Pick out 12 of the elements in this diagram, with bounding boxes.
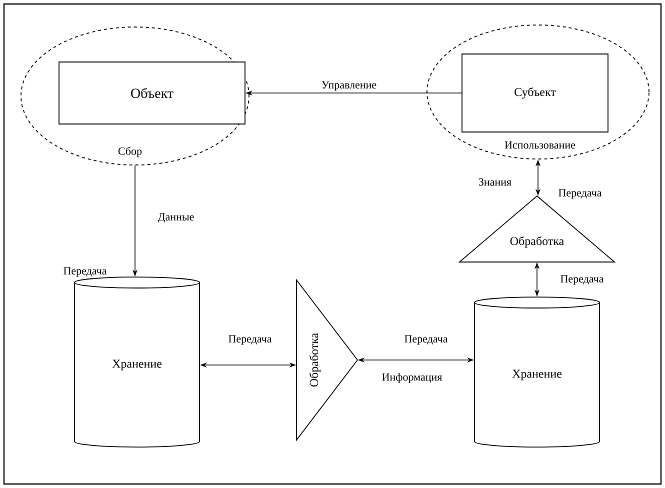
rectangle-box: Объект bbox=[58, 62, 246, 124]
text-label: Передача bbox=[64, 267, 107, 277]
edge-label: Передача bbox=[404, 335, 448, 345]
storage-cylinder: Хранение bbox=[474, 296, 600, 448]
edge-label: Передача bbox=[560, 275, 604, 285]
rectangle-box: Субъект bbox=[462, 54, 608, 132]
text-label: Знания bbox=[478, 178, 512, 186]
text-label: Информация bbox=[382, 373, 442, 383]
storage-cylinder: Хранение bbox=[74, 276, 200, 448]
edge-label: Передача bbox=[228, 335, 272, 345]
edge-label: Управление bbox=[322, 81, 376, 91]
edge-label: Данные bbox=[158, 213, 194, 223]
